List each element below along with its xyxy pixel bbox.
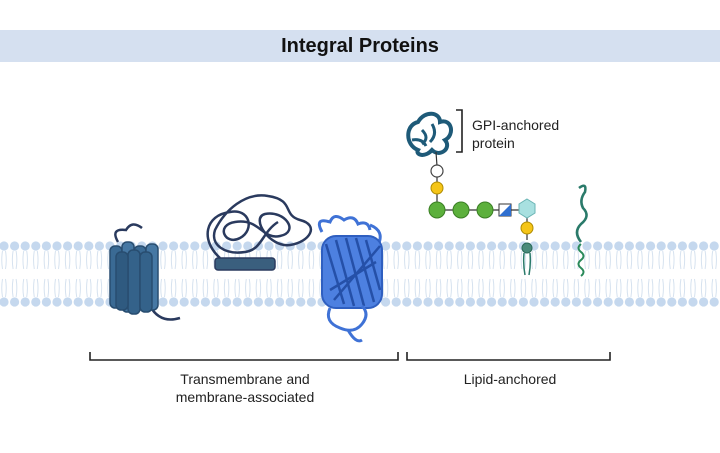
gpi-anchored-label: GPI-anchored protein (472, 116, 559, 152)
gpcr-helix-bundle-icon (109, 223, 181, 321)
gpi-label-line1: GPI-anchored (472, 117, 560, 133)
transmembrane-label: Transmembrane and membrane-associated (130, 370, 360, 406)
lipid-anchored-bracket (406, 352, 611, 361)
transmembrane-label-line2: membrane-associated (175, 389, 315, 405)
lipid-anchored-label: Lipid-anchored (463, 371, 557, 387)
gpi-label-line2: protein (472, 135, 515, 151)
glycan-chain-icon (428, 164, 536, 276)
beta-barrel-icon (317, 215, 383, 343)
transmembrane-label-line1: Transmembrane and (180, 371, 310, 387)
transmembrane-bracket (89, 352, 399, 361)
gpi-bracket (456, 109, 463, 153)
peripheral-protein-icon (206, 194, 313, 271)
title-bar: Integral Proteins (0, 30, 720, 62)
gpi-protein-icon (406, 111, 453, 167)
page-title: Integral Proteins (281, 34, 439, 57)
lipid-anchored-protein-icon (575, 184, 588, 277)
